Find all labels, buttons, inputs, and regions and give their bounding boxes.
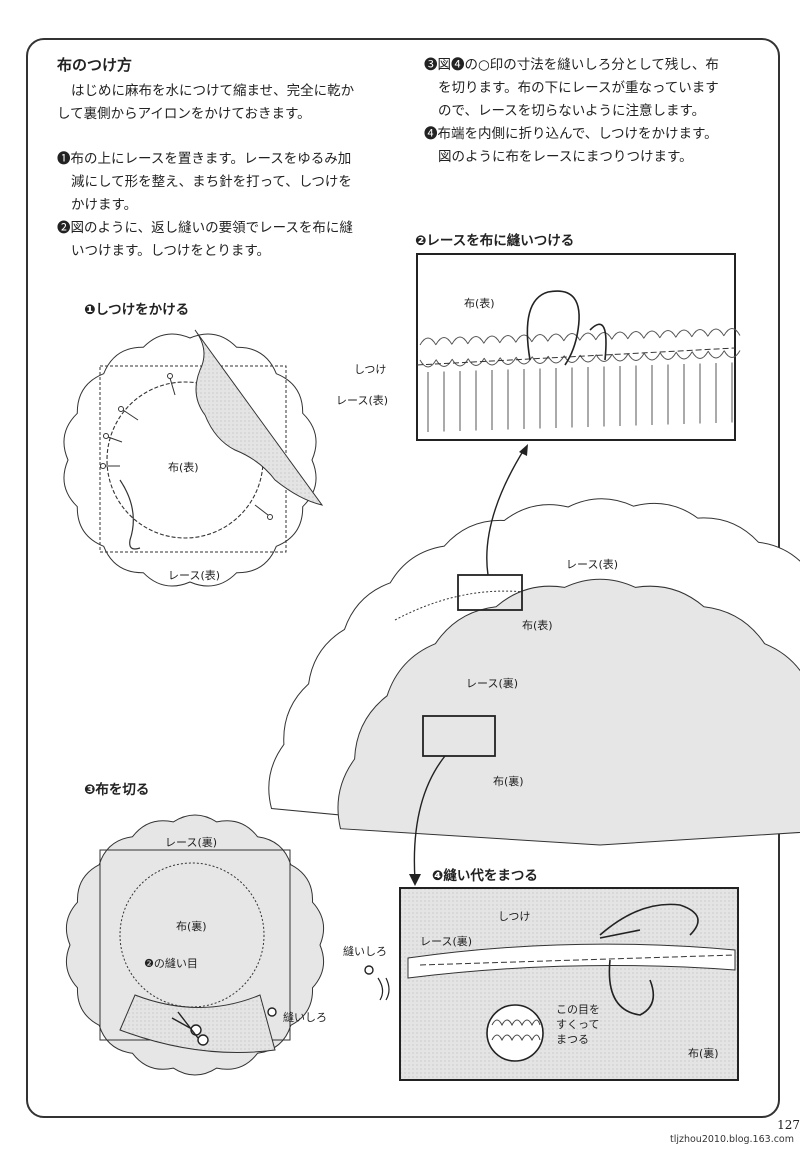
arrow-to-fig4 [413, 755, 446, 881]
step-2-line-2: いつけます。しつけをとります。 [71, 243, 270, 259]
fig3-caption: ❸布を切る [84, 782, 150, 798]
fig4-fold [407, 943, 736, 979]
fig4-label-lace-back: レース(裏) [420, 935, 473, 948]
lace-loop [579, 332, 597, 427]
lace-loop [675, 329, 693, 424]
figure-2-drawing [416, 253, 741, 441]
fig4-label-pick-1: この目を [556, 1003, 600, 1016]
fig4-label-pick-3: まつる [556, 1033, 589, 1046]
lace-loop [435, 337, 453, 432]
lace-loop [451, 336, 469, 431]
fig1-label-fabric: 布(表) [168, 461, 199, 474]
fig4-label-pick-2: すくって [556, 1018, 600, 1031]
lace-loop [691, 329, 709, 424]
figure-center-drawing [268, 444, 800, 886]
fig1-fabric-square [99, 365, 287, 553]
center-detail-box-upper [457, 574, 523, 611]
fig4-basting-line [419, 954, 736, 966]
center-label-fabric-front: 布(表) [522, 619, 553, 632]
center-fabric-arc [394, 590, 619, 671]
fig1-caption: ❶しつけをかける [84, 302, 190, 318]
fig4-needle-thread [599, 903, 699, 1016]
fig1-needle-thread [119, 479, 141, 550]
fig4-magnifier [486, 1004, 544, 1062]
fig3-label-allowance: 縫いしろ [283, 1011, 327, 1024]
figure-1-drawing [63, 329, 324, 587]
fig3-label-fabric-back: 布(裏) [176, 920, 207, 933]
center-label-lace-front: レース(表) [566, 558, 619, 571]
center-label-lace-back: レース(裏) [466, 677, 519, 690]
fig3-label-lace-back: レース(裏) [165, 836, 218, 849]
fig2-basting-line [416, 347, 736, 366]
lace-loop [643, 330, 661, 425]
center-lace-back [337, 578, 800, 846]
fig2-caption: ❷レースを布に縫いつける [415, 233, 575, 249]
arrow-to-fig2-head [519, 444, 528, 456]
step-4-paragraph: ❹布端を内側に折り込んで、しつけをかけます。 図のように布をレースにまつりつけま… [424, 123, 718, 169]
fig2-label-lace: レース(表) [336, 394, 389, 407]
fig3-allowance-mark [267, 1007, 277, 1017]
center-label-fabric-back: 布(裏) [493, 775, 524, 788]
fig3-cut-strip [119, 994, 276, 1053]
fig3-allowance-bracket [377, 977, 390, 1001]
step-3-line-2: を切ります。布の下にレースが重なっています [438, 80, 719, 96]
arrow-to-fig2 [486, 447, 526, 576]
scallop-edge [63, 333, 317, 587]
fig4-label-fabric-back: 布(裏) [688, 1047, 719, 1060]
fig4-detail-box [399, 887, 739, 1081]
step-4-line-1: ❹布端を内側に折り込んで、しつけをかけます。 [424, 126, 718, 142]
fig4-magnifier-stitches [491, 1019, 541, 1042]
footer-url: tljzhou2010.blog.163.com [669, 1134, 794, 1145]
lace-loop [547, 333, 565, 428]
arrow-to-fig4-head [409, 874, 421, 886]
step-3-line-1: ❸図❹の○印の寸法を縫いしろ分として残し、布 [424, 57, 719, 73]
page-number: 127 [777, 1118, 800, 1132]
fig4-caption: ❹縫い代をまつる [432, 868, 538, 884]
fig1-pins [100, 373, 273, 520]
lace-loop [659, 330, 677, 425]
intro-line-1: はじめに麻布を水につけて縮ませ、完全に乾か [71, 83, 355, 99]
fig2-needle-thread [526, 290, 607, 366]
fig2-label-basting: しつけ [354, 363, 387, 376]
fig3-allowance-mark-2 [364, 965, 374, 975]
scallop-sector [337, 578, 800, 846]
step-1-line-2: 減にして形を整え、まち針を打って、しつけを [71, 174, 352, 190]
step-3-line-3: ので、レースを切らないように注意します。 [438, 103, 706, 119]
lace-loop [595, 332, 613, 427]
step-3-paragraph: ❸図❹の○印の寸法を縫いしろ分として残し、布 を切ります。布の下にレースが重なっ… [424, 54, 719, 123]
lace-loop [627, 331, 645, 426]
step-4-line-2: 図のように布をレースにまつりつけます。 [438, 149, 693, 165]
intro-paragraph: はじめに麻布を水につけて縮ませ、完全に乾か して裏側からアイロンをかけておきます… [57, 80, 354, 126]
fig1-lace-circle [63, 333, 317, 587]
step-1-line-3: かけます。 [71, 197, 138, 213]
scissors-icon [171, 1011, 209, 1046]
lace-loop [499, 335, 517, 430]
fig2-detail-box [416, 253, 736, 441]
fig4-label-basting: しつけ [498, 910, 531, 923]
intro-line-2: して裏側からアイロンをかけておきます。 [57, 106, 311, 122]
section-title: 布のつけ方 [57, 56, 133, 74]
lace-loop [611, 331, 629, 426]
center-detail-box-lower [422, 715, 496, 757]
fig1-folded-corner [194, 329, 324, 506]
step-2-line-1: ❷図のように、返し縫いの要領でレースを布に縫 [57, 220, 353, 236]
fig1-label-lace: レース(表) [168, 569, 221, 582]
fig3-label-stitch: ❷の縫い目 [144, 957, 198, 970]
step-1-paragraph: ❶布の上にレースを置きます。レースをゆるみ加 減にして形を整え、まち針を打って、… [57, 148, 352, 217]
figure-4-drawing [399, 887, 739, 1081]
lace-loop [723, 328, 741, 423]
step-2-paragraph: ❷図のように、返し縫いの要領でレースを布に縫 いつけます。しつけをとります。 [57, 217, 353, 263]
fig3-label-allowance-2: 縫いしろ [343, 945, 387, 958]
step-1-line-1: ❶布の上にレースを置きます。レースをゆるみ加 [57, 151, 352, 167]
figure-3-drawing [65, 814, 390, 1076]
lace-loop [707, 328, 725, 423]
fig2-lace-band [419, 328, 741, 432]
lace-loop [467, 336, 485, 431]
fig2-label-fabric: 布(表) [464, 297, 495, 310]
lace-loop [483, 335, 501, 430]
lace-loop [419, 337, 437, 432]
